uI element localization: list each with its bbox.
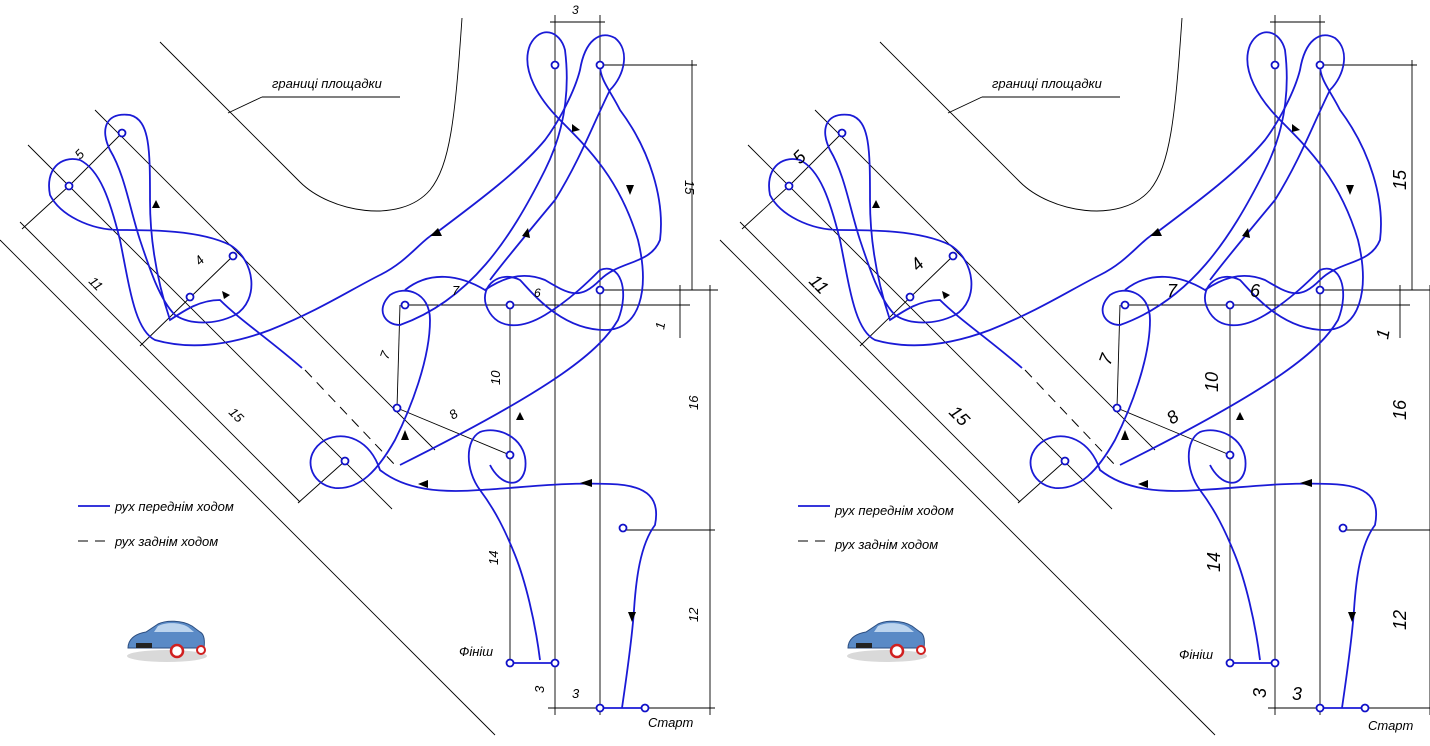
dim-4: 4 — [907, 254, 928, 275]
dim-15-diagonal: 15 — [226, 405, 247, 426]
dim-16: 16 — [686, 395, 701, 410]
start-label: Старт — [648, 715, 694, 730]
diagram-right: границі площадки рух переднім ходом рух … — [718, 13, 1430, 737]
dim-14: 14 — [486, 551, 501, 565]
dim-10: 10 — [488, 370, 503, 385]
dim-7-vertical: 7 — [377, 348, 394, 361]
dim-3-vertical: 3 — [532, 685, 547, 693]
dim-3-horizontal: 3 — [572, 686, 580, 701]
legend-reverse-label: рух заднім ходом — [114, 534, 218, 549]
diagram-left: границі площадки рух переднім ходом рух … — [0, 3, 720, 737]
dim-12: 12 — [1390, 610, 1410, 630]
legend-forward-label: рух переднім ходом — [114, 499, 234, 514]
legend-reverse-label: рух заднім ходом — [834, 537, 938, 552]
dim-6: 6 — [1250, 281, 1261, 301]
dim-7-horizontal: 7 — [1167, 281, 1178, 301]
boundary-label: границі площадки — [992, 76, 1102, 91]
dim-7-vertical: 7 — [1095, 350, 1118, 367]
dim-top-width: 3 — [572, 3, 579, 17]
dim-loop-height: 15 — [1390, 169, 1410, 190]
dim-1: 1 — [1372, 327, 1393, 340]
dim-7-horizontal: 7 — [452, 283, 460, 298]
dim-3-vertical: 3 — [1250, 688, 1270, 698]
dim-loop-height: 15 — [682, 180, 697, 195]
dim-1: 1 — [652, 321, 668, 331]
legend-forward-label: рух переднім ходом — [834, 503, 954, 518]
dim-16: 16 — [1390, 399, 1410, 420]
dim-4: 4 — [192, 252, 208, 268]
dim-8: 8 — [446, 406, 461, 423]
dim-12: 12 — [686, 607, 701, 622]
dim-11: 11 — [805, 271, 832, 298]
dim-10: 10 — [1202, 372, 1222, 392]
boundary-label: границі площадки — [272, 76, 382, 91]
dim-3-horizontal: 3 — [1292, 684, 1302, 704]
start-label: Старт — [1368, 718, 1414, 733]
dim-6: 6 — [534, 286, 541, 300]
dim-8: 8 — [1163, 406, 1183, 428]
finish-label: Фініш — [1179, 647, 1213, 662]
finish-label: Фініш — [459, 644, 493, 659]
dim-14: 14 — [1204, 552, 1224, 572]
dim-15-diagonal: 15 — [945, 402, 974, 431]
